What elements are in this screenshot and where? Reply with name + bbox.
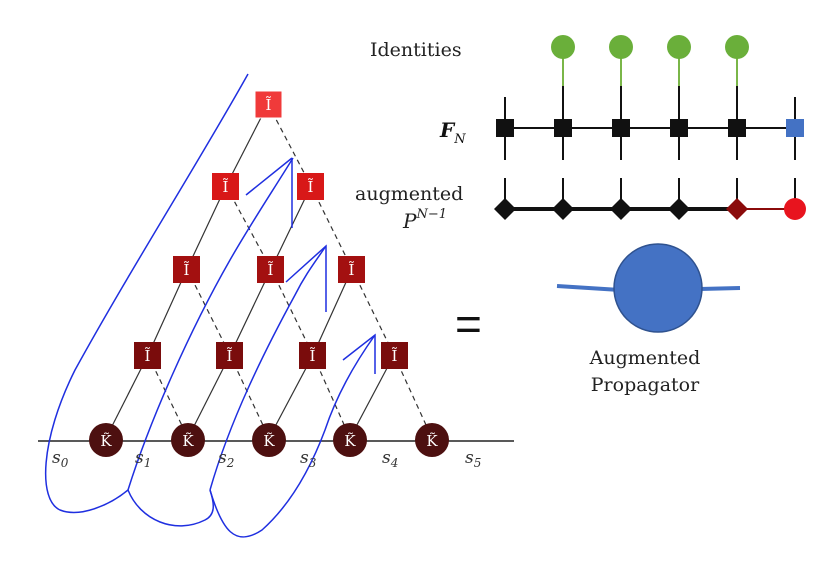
baseline-labels: s0 s1 s2 s3 s4 s5 (52, 448, 481, 470)
label-s3: s3 (300, 448, 317, 470)
p-diamond (552, 198, 574, 220)
propagator-circle (613, 243, 703, 333)
augmented-label-line2: PN−1 (402, 207, 447, 233)
k-symbol: K̃ (426, 432, 438, 450)
tensor-network: Identities FN (355, 35, 806, 233)
identity-node: Ĩ (216, 342, 243, 369)
identity-symbol: Ĩ (223, 178, 229, 196)
identity-nodes: Ĩ Ĩ Ĩ Ĩ Ĩ Ĩ Ĩ (134, 90, 408, 369)
identity-dot (551, 35, 575, 59)
label-s5: s5 (465, 448, 481, 470)
identity-symbol: Ĩ (310, 347, 316, 365)
p-red-dot (784, 198, 806, 220)
label-s2: s2 (218, 448, 234, 470)
propagator-caption-line1: Augmented (589, 347, 701, 369)
k-nodes: K̃ K̃ K̃ K̃ K̃ (89, 423, 449, 457)
identity-dot (725, 35, 749, 59)
identity-node: Ĩ (299, 342, 326, 369)
fn-tensor (728, 119, 746, 137)
k-node: K̃ (415, 423, 449, 457)
identity-node: Ĩ (134, 342, 161, 369)
blue-trajectory (45, 73, 376, 538)
p-diamond-augmented (726, 198, 748, 220)
fn-row (496, 86, 804, 160)
fn-tensor (612, 119, 630, 137)
p-diamond (668, 198, 690, 220)
identity-symbol: Ĩ (349, 261, 355, 279)
identity-node: Ĩ (212, 173, 239, 200)
k-symbol: K̃ (182, 432, 194, 450)
identity-dot (609, 35, 633, 59)
identity-node: Ĩ (338, 256, 365, 283)
p-diamond (494, 198, 516, 220)
identity-node: Ĩ (173, 256, 200, 283)
k-symbol: K̃ (100, 432, 112, 450)
fn-label: FN (439, 118, 466, 147)
equals-sign: = (455, 298, 482, 350)
identity-markers (551, 35, 749, 86)
identity-node: Ĩ (297, 173, 324, 200)
identity-symbol: Ĩ (308, 178, 314, 196)
identities-label: Identities (370, 39, 462, 61)
fn-boundary-tensor (786, 119, 804, 137)
fn-tensor (554, 119, 572, 137)
augmented-label-line1: augmented (355, 183, 463, 205)
fn-tensor (670, 119, 688, 137)
label-s4: s4 (382, 448, 398, 470)
label-s0: s0 (52, 448, 69, 470)
identity-dot (667, 35, 691, 59)
identity-symbol: Ĩ (145, 347, 151, 365)
augmented-propagator (556, 243, 741, 333)
triangle-network: Ĩ Ĩ Ĩ Ĩ Ĩ Ĩ Ĩ (38, 73, 514, 538)
k-node: K̃ (333, 423, 367, 457)
k-symbol: K̃ (263, 432, 275, 450)
identity-symbol: Ĩ (392, 347, 398, 365)
identity-node: Ĩ (257, 256, 284, 283)
identity-symbol: Ĩ (227, 347, 233, 365)
propagator-caption-line2: Propagator (591, 374, 700, 396)
augmented-p-row (494, 178, 806, 220)
identity-symbol: Ĩ (268, 261, 274, 279)
k-node: K̃ (252, 423, 286, 457)
label-s1: s1 (135, 448, 151, 470)
identity-node-top: Ĩ (254, 90, 283, 119)
identity-symbol: Ĩ (266, 96, 272, 114)
k-node: K̃ (171, 423, 205, 457)
fn-tensor (496, 119, 514, 137)
p-diamond (610, 198, 632, 220)
identity-symbol: Ĩ (184, 261, 190, 279)
k-symbol: K̃ (344, 432, 356, 450)
k-node: K̃ (89, 423, 123, 457)
identity-node: Ĩ (381, 342, 408, 369)
